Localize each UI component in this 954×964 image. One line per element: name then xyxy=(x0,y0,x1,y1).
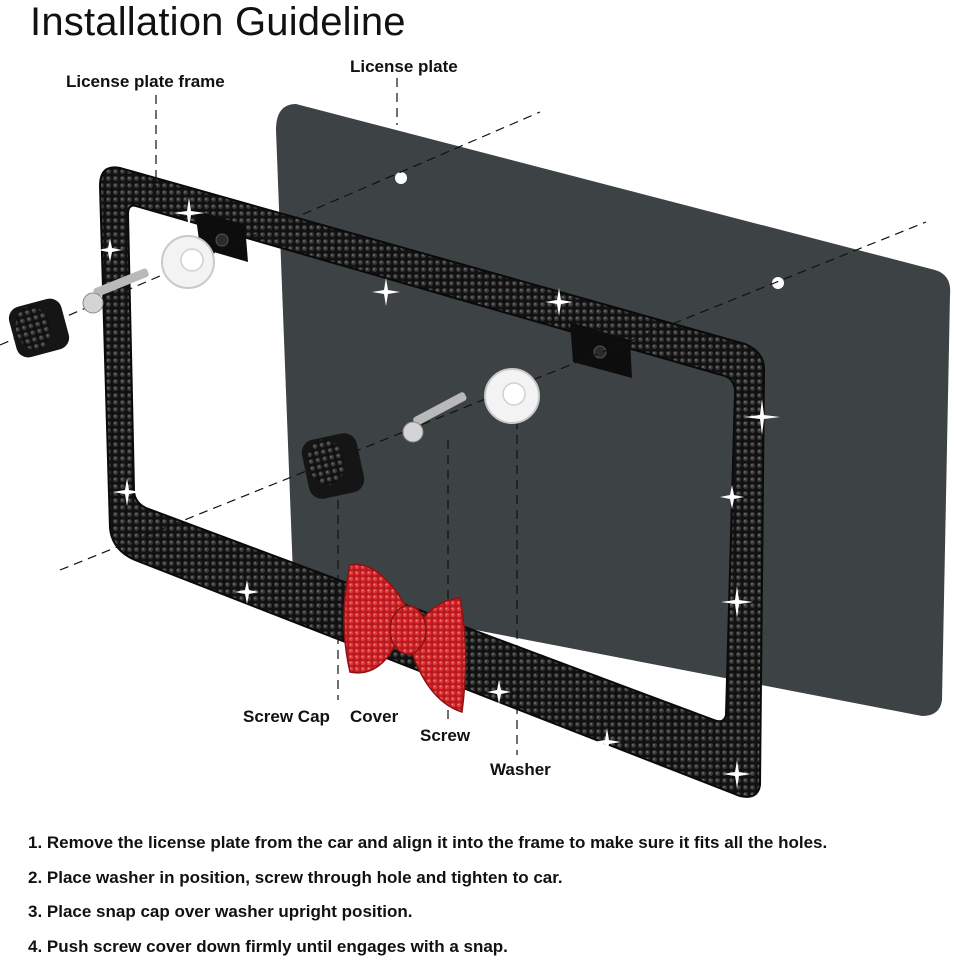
washer-right xyxy=(485,369,539,423)
label-license-plate: License plate xyxy=(350,57,458,77)
instruction-steps: 1. Remove the license plate from the car… xyxy=(28,826,948,964)
label-cover: Cover xyxy=(350,707,398,727)
label-license-plate-frame: License plate frame xyxy=(66,72,225,92)
washer-left xyxy=(162,236,214,288)
step-3: 3. Place snap cap over washer upright po… xyxy=(28,895,948,930)
plate-hole-left xyxy=(395,172,407,184)
label-washer: Washer xyxy=(490,760,551,780)
step-4: 4. Push screw cover down firmly until en… xyxy=(28,930,948,964)
step-1: 1. Remove the license plate from the car… xyxy=(28,826,948,861)
step-2: 2. Place washer in position, screw throu… xyxy=(28,861,948,896)
frame-hole-right xyxy=(594,346,606,358)
frame-hole-left xyxy=(216,234,228,246)
label-screw: Screw xyxy=(420,726,470,746)
screw-cap-left xyxy=(6,296,72,360)
label-screw-cap: Screw Cap xyxy=(243,707,330,727)
